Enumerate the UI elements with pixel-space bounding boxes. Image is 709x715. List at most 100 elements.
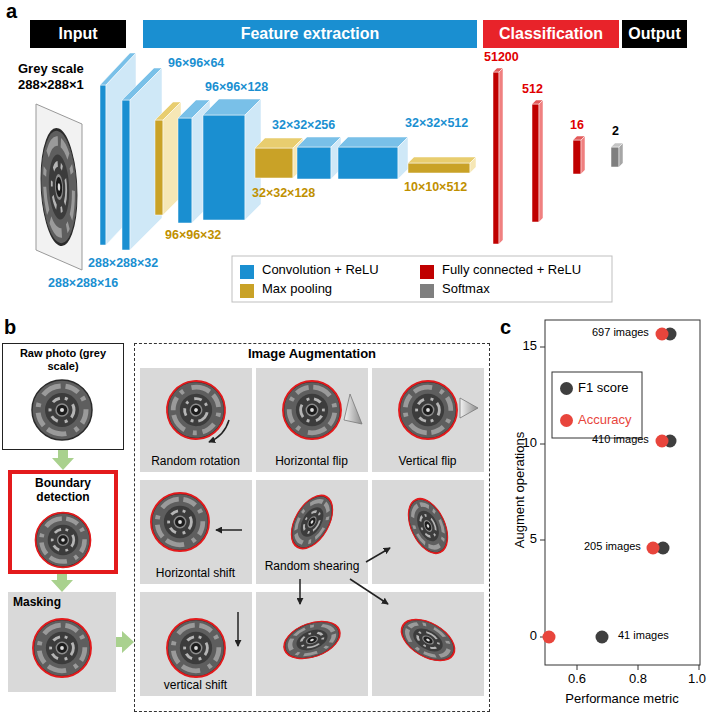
augmentation-tiles <box>399 381 457 439</box>
network-layers <box>408 163 470 173</box>
chart-points <box>656 435 669 448</box>
network-layers <box>203 115 245 220</box>
flow-arrow <box>51 574 73 592</box>
augmentation-tiles <box>256 368 368 472</box>
legend-swatch <box>240 265 254 279</box>
chart-axes <box>540 347 699 670</box>
network-layers <box>398 137 408 179</box>
legend-text: Convolution + ReLU <box>262 263 379 278</box>
network-layers <box>255 148 293 178</box>
panel-letter: c <box>500 316 511 339</box>
legend-text: Accuracy <box>578 413 631 428</box>
augmentation-tiles <box>372 368 484 472</box>
input-label: Grey scale <box>18 62 84 77</box>
network-layers <box>130 68 162 250</box>
preprocessing-photos <box>8 592 116 692</box>
tick-label: 15 <box>523 339 537 354</box>
network-layers <box>408 157 476 163</box>
augmentation-tiles <box>283 381 341 439</box>
augmentation-symbols <box>209 420 229 442</box>
legend-text: Max pooling <box>262 282 332 297</box>
augmentation-symbols <box>460 398 478 418</box>
legend-swatch <box>240 284 254 298</box>
legend-frame <box>232 256 612 302</box>
network-layers <box>532 104 539 222</box>
augmentation-tiles <box>256 480 368 584</box>
network-layers <box>122 100 130 250</box>
flow-arrow <box>116 631 134 653</box>
photo-box: Boundary detection <box>8 470 118 574</box>
tick-label: 0.8 <box>629 672 647 687</box>
node-text: Image Augmentation <box>248 346 376 362</box>
chart-points <box>596 631 609 644</box>
node-text: vertical shift <box>164 678 227 692</box>
node-text: Vertical flip <box>398 454 456 468</box>
network-layers <box>539 100 543 222</box>
chart-points <box>543 328 677 644</box>
augmentation-symbols <box>209 394 478 646</box>
dimension-label: 10×10×512 <box>404 180 467 194</box>
node-text: Masking <box>13 595 61 609</box>
layer-size: 16 <box>570 118 584 132</box>
chart-axes <box>540 320 700 670</box>
chart-points <box>647 542 660 555</box>
point-annotation: 205 images <box>584 540 641 553</box>
network-layers <box>470 157 476 173</box>
tick-label: 1.0 <box>688 672 706 687</box>
network-layers <box>338 147 398 179</box>
preprocessing-photos <box>32 380 92 440</box>
augmentation-tiles <box>140 592 252 696</box>
preprocessing-photos <box>8 380 116 692</box>
layer-size: 512 <box>522 82 543 96</box>
dimension-label: 288×288×16 <box>48 276 118 290</box>
dimension-label: 288×288×32 <box>88 256 158 270</box>
flow-arrow <box>52 450 74 470</box>
header-bar: Classification <box>483 20 619 48</box>
network-layers <box>581 136 585 174</box>
point-annotation: 697 images <box>592 326 649 339</box>
augmentation-tiles <box>279 614 345 665</box>
augmentation-symbols <box>366 548 390 562</box>
augmentation-tiles <box>372 480 484 584</box>
augmentation-tile: vertical shift <box>140 592 252 696</box>
axis-title: Performance metric <box>565 692 678 707</box>
node-text: Random rotation <box>151 454 240 468</box>
dimension-label: 288×288×1 <box>18 78 84 93</box>
dimension-label: 32×32×128 <box>252 186 315 200</box>
augmentation-symbols <box>344 394 362 424</box>
node-text: Output <box>628 24 680 43</box>
point-annotation: 410 images <box>592 433 649 446</box>
network-layers <box>573 140 581 174</box>
dimension-label: 96×96×64 <box>168 56 224 70</box>
augmentation-tiles <box>167 619 225 677</box>
legend-swatch <box>560 382 573 395</box>
network-layers <box>100 85 106 245</box>
augmentation-tiles <box>140 368 252 472</box>
input-image <box>41 122 77 252</box>
node-text: Horizontal shift <box>156 566 235 580</box>
legend-swatch <box>420 284 434 298</box>
network-layers <box>155 120 163 215</box>
augmentation-box: Image AugmentationRandom rotationHorizon… <box>134 343 490 712</box>
preprocessing-photos <box>36 513 91 568</box>
legend-text: Softmax <box>442 282 490 297</box>
photo-box: Raw photo (grey scale) <box>2 343 124 450</box>
chart-axes <box>545 320 700 665</box>
chart-points <box>656 328 669 341</box>
augmentation-tiles <box>372 592 484 696</box>
augmentation-tiles <box>155 369 237 451</box>
node-text: Input <box>58 24 97 43</box>
layer-size: 51200 <box>484 50 519 64</box>
input-image <box>36 104 82 270</box>
augmentation-symbols <box>237 612 239 646</box>
photo-box: Masking <box>8 592 116 692</box>
augmentation-tiles <box>140 480 252 584</box>
input-image <box>36 104 82 270</box>
dimension-label: 32×32×512 <box>405 116 468 130</box>
augmentation-label: Random shearing <box>265 560 360 574</box>
header-bar: Input <box>30 20 126 48</box>
augmentation-tile: Horizontal shift <box>140 480 252 584</box>
legend-text: F1 score <box>578 381 629 396</box>
augmentation-tiles <box>151 493 209 551</box>
